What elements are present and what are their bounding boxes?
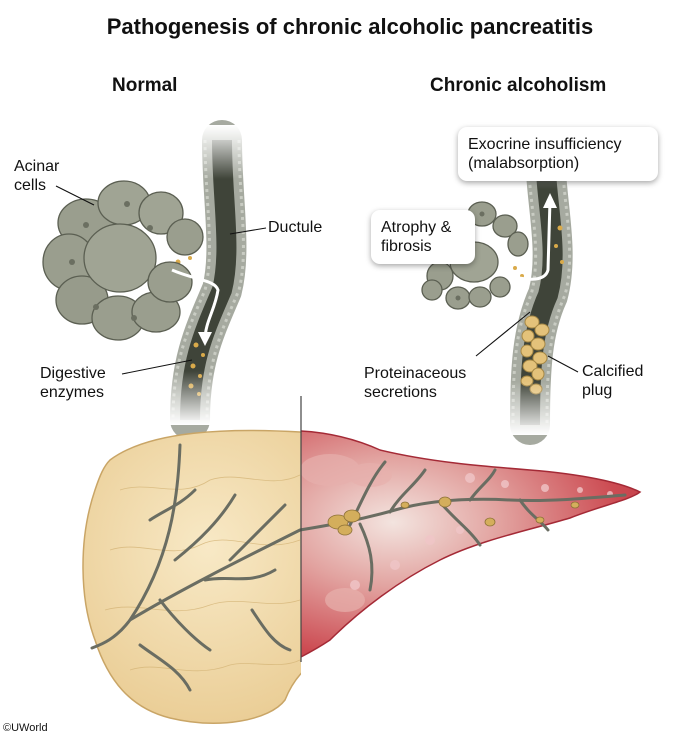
label-protein-line-2: secretions: [364, 384, 437, 401]
label-digestive-line-1: Digestive: [40, 365, 106, 382]
label-acinar-line-1: Acinar: [14, 158, 60, 175]
label-plug-line-1: Calcified: [582, 363, 644, 380]
panel-heading-normal: Normal: [112, 75, 178, 96]
acinar-cells-normal: [42, 180, 204, 341]
label-plug-line-2: plug: [582, 382, 613, 399]
callout-atrophy-fibrosis: Atrophy & fibrosis: [371, 210, 475, 264]
arrowhead-normal: [198, 332, 212, 346]
leader-lines: [55, 185, 579, 375]
label-ductule: Ductule: [268, 219, 323, 236]
pancreas-inflamed-half: [301, 430, 642, 658]
label-exocrine-line-2: (malabsorption): [468, 155, 580, 172]
pancreatic-duct-normal: [90, 443, 301, 692]
label-digestive-line-2: enzymes: [40, 384, 105, 401]
calcifications-in-duct: [327, 496, 580, 536]
secretion-flow-arrow-chronic: [499, 199, 552, 281]
label-exocrine-line-1: Exocrine insufficiency: [468, 136, 622, 153]
panel-heading-chronic: Chronic alcoholism: [430, 75, 607, 96]
label-acinar-line-2: cells: [14, 177, 47, 194]
acinar-cells-atrophic: [421, 201, 529, 310]
figure-title: Pathogenesis of chronic alcoholic pancre…: [106, 14, 594, 39]
copyright-notice: ©UWorld: [3, 722, 48, 734]
label-atrophy-line-2: fibrosis: [381, 238, 432, 255]
label-atrophy-line-1: Atrophy &: [381, 219, 452, 236]
label-protein-line-1: Proteinaceous: [364, 365, 467, 382]
pancreas-normal-half: [82, 429, 301, 724]
callout-exocrine-insufficiency: Exocrine insufficiency (malabsorption): [458, 127, 658, 181]
secretion-flow-arrow-normal: [171, 268, 220, 341]
arrowhead-chronic: [543, 193, 557, 208]
